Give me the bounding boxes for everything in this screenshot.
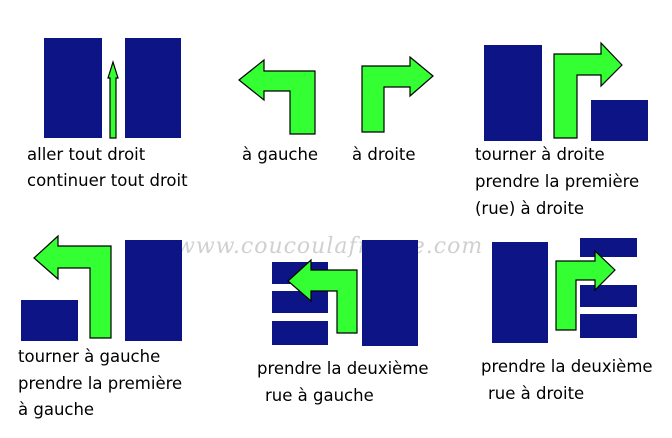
watermark: www.coucoulafrance.com [176, 234, 484, 259]
building-block [125, 240, 182, 341]
label-line: (rue) à droite [475, 199, 585, 218]
label-line: prendre la deuxième [257, 359, 429, 378]
label-line: à gauche [242, 145, 319, 164]
label-line: prendre la première [475, 172, 640, 191]
label-line: prendre la deuxième [481, 357, 653, 376]
building-block [362, 240, 418, 346]
building-block [580, 314, 637, 338]
label-line: continuer tout droit [27, 171, 188, 190]
building-block [580, 238, 637, 257]
label-line: tourner à droite [475, 145, 605, 164]
building-block [125, 38, 181, 138]
building-block [272, 291, 328, 313]
building-block [492, 242, 548, 343]
label-line: tourner à gauche [18, 347, 161, 366]
label-line: à droite [352, 145, 416, 164]
building-block [591, 100, 648, 141]
label-line: rue à gauche [265, 386, 374, 405]
building-block [580, 285, 637, 307]
building-block [21, 300, 78, 341]
label-line: à gauche [18, 400, 95, 419]
building-block [44, 38, 102, 138]
label-line: aller tout droit [27, 145, 146, 164]
building-block [484, 45, 542, 141]
label-line: prendre la première [18, 374, 183, 393]
label-line: rue à droite [488, 384, 585, 403]
building-block [272, 321, 328, 345]
